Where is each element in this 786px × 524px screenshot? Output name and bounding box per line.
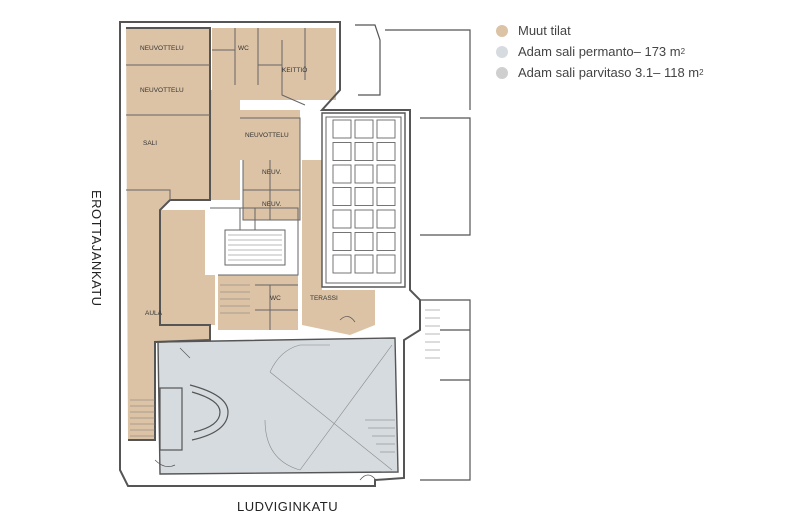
adam-sali-diagonals	[264, 344, 393, 471]
core-walls	[210, 207, 299, 276]
skylight-pane	[354, 254, 374, 274]
legend-label: Muut tilat	[518, 23, 571, 38]
stage-arc-inner	[191, 391, 221, 433]
skylight-pane	[332, 142, 352, 161]
room-terassi: TERASSI	[310, 295, 338, 302]
room-keittio: KEITTIÖ	[282, 66, 307, 74]
skylight-grid	[332, 119, 396, 274]
skylight-pane	[354, 209, 374, 229]
bar-counter	[159, 387, 183, 451]
skylight-pane	[332, 209, 352, 229]
sali-features	[154, 316, 377, 481]
legend-area: – 173 m	[633, 44, 681, 59]
room-sali: SALI	[143, 140, 157, 147]
skylight-pane	[332, 254, 352, 274]
office-walls	[240, 117, 301, 221]
east-annex	[355, 24, 471, 481]
skylight-pane	[376, 209, 396, 229]
outer-wall	[119, 21, 421, 487]
skylight-pane	[332, 232, 352, 251]
legend-area-unit: 2	[699, 68, 704, 77]
kitchen-walls	[212, 28, 306, 106]
skylight-pane	[354, 142, 374, 161]
stair-core	[228, 234, 282, 261]
stair-west	[130, 399, 155, 437]
stage-arc	[189, 384, 229, 441]
skylight-pane	[354, 187, 374, 206]
legend-area-unit: 2	[680, 47, 686, 56]
legend-label: Adam sali permanto	[518, 44, 634, 59]
legend-area: – 118 m	[653, 65, 700, 80]
skylight-pane	[354, 119, 374, 139]
room-neuvottelu-1: NEUVOTTELU	[140, 45, 184, 52]
stair-sali	[365, 419, 395, 453]
skylight-pane	[332, 119, 352, 139]
skylight-pane	[354, 232, 374, 251]
room-neuvottelu-2: NEUVOTTELU	[140, 87, 184, 94]
neuvottelu-3-fill	[240, 118, 300, 160]
skylight-pane	[332, 164, 352, 184]
skylight-pane	[376, 232, 396, 251]
skylight-pane	[354, 164, 374, 184]
skylight-pane	[376, 164, 396, 184]
legend-swatch	[496, 24, 508, 37]
atrium-inner	[325, 116, 402, 284]
room-wc-2: WC	[270, 295, 281, 302]
atrium-frame	[321, 112, 406, 288]
adam-sali-fill	[158, 338, 398, 474]
adam-sali-area	[158, 338, 398, 474]
skylight-pane	[376, 254, 396, 274]
skylight-pane	[376, 119, 396, 139]
room-aula: AULA	[145, 310, 163, 317]
room-labels: NEUVOTTELU NEUVOTTELU SALI WC KEITTIÖ NE…	[140, 45, 338, 317]
stair-east	[425, 309, 440, 359]
west-wing-outline	[126, 27, 211, 441]
kitchen-fill	[212, 28, 336, 100]
stair-area-fill	[218, 275, 298, 330]
west-wing-fill	[126, 28, 210, 440]
partitions	[126, 28, 406, 330]
legend-swatch	[496, 66, 508, 79]
room-neuvottelu-3: NEUVOTTELU	[245, 132, 289, 139]
wc-lower-walls	[255, 284, 298, 330]
neuvottelu-walls	[126, 64, 210, 200]
door-swings	[154, 316, 377, 481]
room-wc-1: WC	[238, 45, 249, 52]
legend-item-muut-tilat: Muut tilat	[496, 20, 704, 41]
skylight-pane	[376, 187, 396, 206]
skylight-pane	[332, 187, 352, 206]
street-ludviginkatu: LUDVIGINKATU	[237, 499, 338, 514]
room-neuv-2: NEUV.	[262, 201, 281, 208]
skylight-pane	[376, 142, 396, 161]
walls	[119, 21, 471, 487]
legend-label: Adam sali parvitaso 3.1	[518, 65, 654, 80]
legend-swatch	[496, 45, 508, 58]
stairs	[130, 234, 440, 453]
stair-curved	[220, 284, 250, 314]
lobby-fill	[160, 210, 215, 325]
room-neuv-1: NEUV.	[262, 169, 281, 176]
street-erottajankatu: EROTTAJANKATU	[89, 190, 104, 307]
sali-outline	[157, 337, 399, 475]
terassi-fill	[302, 160, 375, 335]
